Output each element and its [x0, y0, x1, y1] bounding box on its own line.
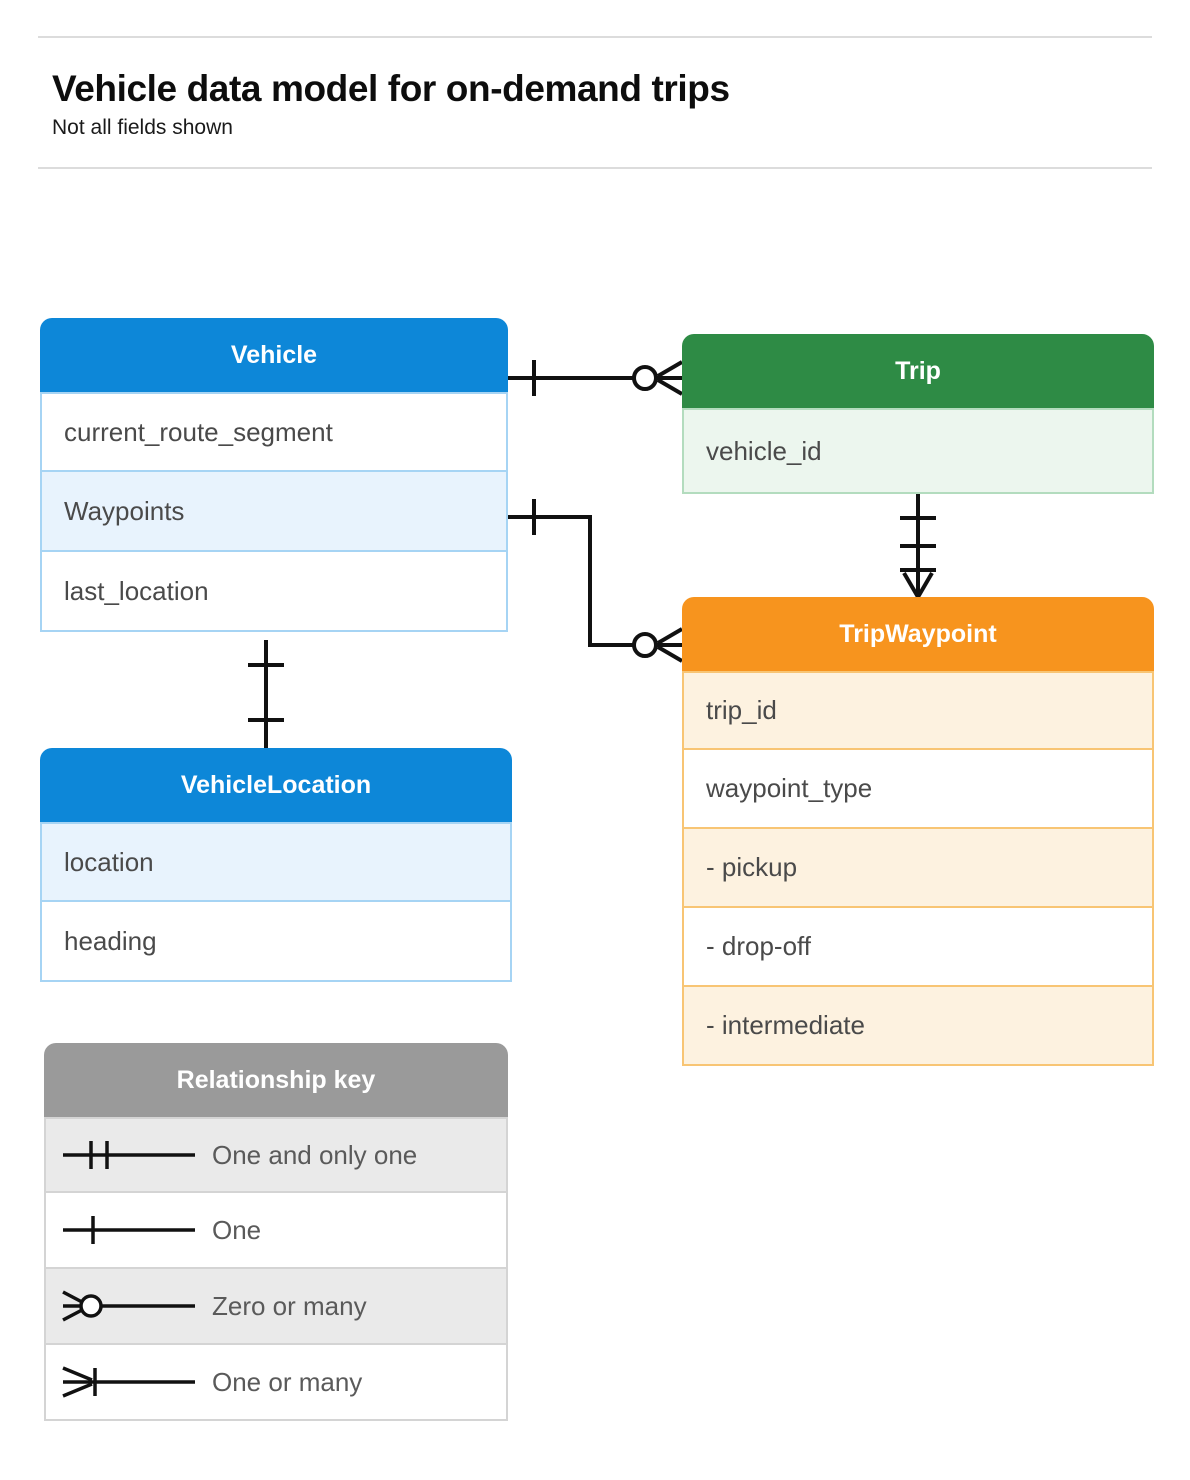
page-header: Vehicle data model for on-demand trips N…: [38, 36, 1152, 169]
connector-vehicle-vehiclelocation: [248, 640, 284, 748]
field-row[interactable]: last_location: [40, 552, 508, 632]
field-row[interactable]: current_route_segment: [40, 392, 508, 472]
legend-row-zero-or-many: Zero or many: [44, 1269, 508, 1345]
field-row[interactable]: Waypoints: [40, 472, 508, 552]
page-subtitle: Not all fields shown: [52, 116, 233, 140]
entity-trip[interactable]: Trip vehicle_id: [682, 334, 1154, 494]
field-row[interactable]: - drop-off: [682, 908, 1154, 987]
field-row[interactable]: location: [40, 822, 512, 902]
relationship-key-legend: Relationship key One and only one One: [44, 1043, 508, 1421]
one-and-only-one-icon: [46, 1135, 212, 1175]
zero-or-many-icon: [46, 1286, 212, 1326]
field-row[interactable]: - intermediate: [682, 987, 1154, 1066]
legend-label: One or many: [212, 1366, 363, 1397]
connector-trip-tripwaypoint: [900, 494, 936, 599]
field-row[interactable]: waypoint_type: [682, 750, 1154, 829]
entity-vehiclelocation[interactable]: VehicleLocation location heading: [40, 748, 512, 982]
one-or-many-icon: [46, 1362, 212, 1402]
field-row[interactable]: heading: [40, 902, 512, 982]
entity-vehiclelocation-fields: location heading: [40, 822, 512, 982]
legend-row-one: One: [44, 1193, 508, 1269]
entity-vehicle-title: Vehicle: [40, 318, 508, 392]
entity-tripwaypoint-title: TripWaypoint: [682, 597, 1154, 671]
header-bottom-rule: [38, 166, 1152, 169]
header-top-rule: [38, 36, 1152, 38]
field-row[interactable]: trip_id: [682, 671, 1154, 750]
field-row[interactable]: - pickup: [682, 829, 1154, 908]
entity-vehicle[interactable]: Vehicle current_route_segment Waypoints …: [40, 318, 508, 632]
entity-tripwaypoint-fields: trip_id waypoint_type - pickup - drop-of…: [682, 671, 1154, 1066]
entity-trip-fields: vehicle_id: [682, 408, 1154, 494]
legend-label: One: [212, 1214, 262, 1245]
field-row[interactable]: vehicle_id: [682, 408, 1154, 494]
entity-tripwaypoint[interactable]: TripWaypoint trip_id waypoint_type - pic…: [682, 597, 1154, 1066]
page-title: Vehicle data model for on-demand trips: [52, 68, 730, 109]
connector-waypoints-tripwaypoint: [508, 499, 684, 663]
legend-row-one-or-many: One or many: [44, 1345, 508, 1421]
entity-vehicle-fields: current_route_segment Waypoints last_loc…: [40, 392, 508, 632]
legend-label: One and only one: [212, 1139, 418, 1170]
entity-vehiclelocation-title: VehicleLocation: [40, 748, 512, 822]
legend-label: Zero or many: [212, 1290, 367, 1321]
entity-trip-title: Trip: [682, 334, 1154, 408]
title-block: Vehicle data model for on-demand trips N…: [38, 38, 1152, 167]
one-icon: [46, 1210, 212, 1250]
legend-title: Relationship key: [44, 1043, 508, 1117]
legend-row-one-and-only-one: One and only one: [44, 1117, 508, 1193]
connector-vehicle-trip: [508, 360, 684, 396]
